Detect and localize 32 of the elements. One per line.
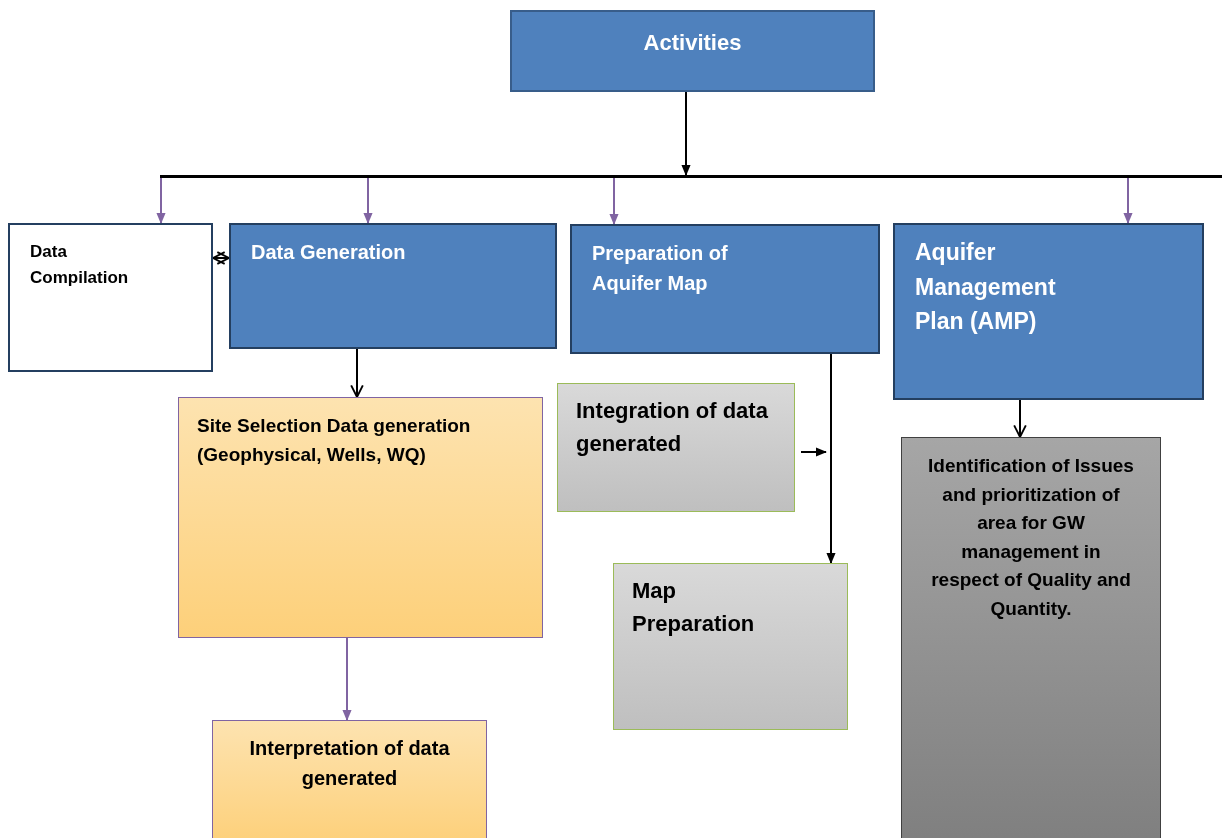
task-box xyxy=(557,383,795,512)
arrow xyxy=(681,91,691,176)
arrow xyxy=(363,177,373,224)
task-box xyxy=(212,720,487,838)
arrow xyxy=(1013,399,1027,438)
arrow xyxy=(342,637,352,721)
arrow xyxy=(1123,177,1133,224)
box-label: Integration of data generated xyxy=(576,397,769,458)
arrow xyxy=(350,348,364,398)
box-label: Site Selection Data generation (Geophysical, Wells, WQ) xyxy=(197,414,472,467)
box-label: Aquifer Management Plan (AMP) xyxy=(915,238,1057,336)
task-box xyxy=(901,437,1161,838)
process-box xyxy=(8,223,213,372)
box-label: Preparation of Aquifer Map xyxy=(592,241,729,296)
box-label: Identification of Issues and prioritization of area for GW management in respect of Quality and Quantity. xyxy=(927,454,1135,621)
arrow xyxy=(609,177,619,225)
box-label: Data Compilation xyxy=(30,241,130,289)
arrow xyxy=(826,353,836,564)
arrow xyxy=(212,251,230,265)
task-box xyxy=(613,563,848,730)
process-box xyxy=(570,224,880,354)
box-label: Interpretation of data generated xyxy=(249,736,450,791)
box-label: Activities xyxy=(643,29,742,57)
process-box xyxy=(229,223,557,349)
bus-line xyxy=(160,175,1222,178)
process-box xyxy=(893,223,1204,400)
box-label: Map Preparation xyxy=(632,577,756,638)
arrow xyxy=(156,177,166,224)
box-label: Data Generation xyxy=(251,240,406,265)
task-box xyxy=(178,397,543,638)
arrow xyxy=(800,447,827,457)
activity-box xyxy=(510,10,875,92)
